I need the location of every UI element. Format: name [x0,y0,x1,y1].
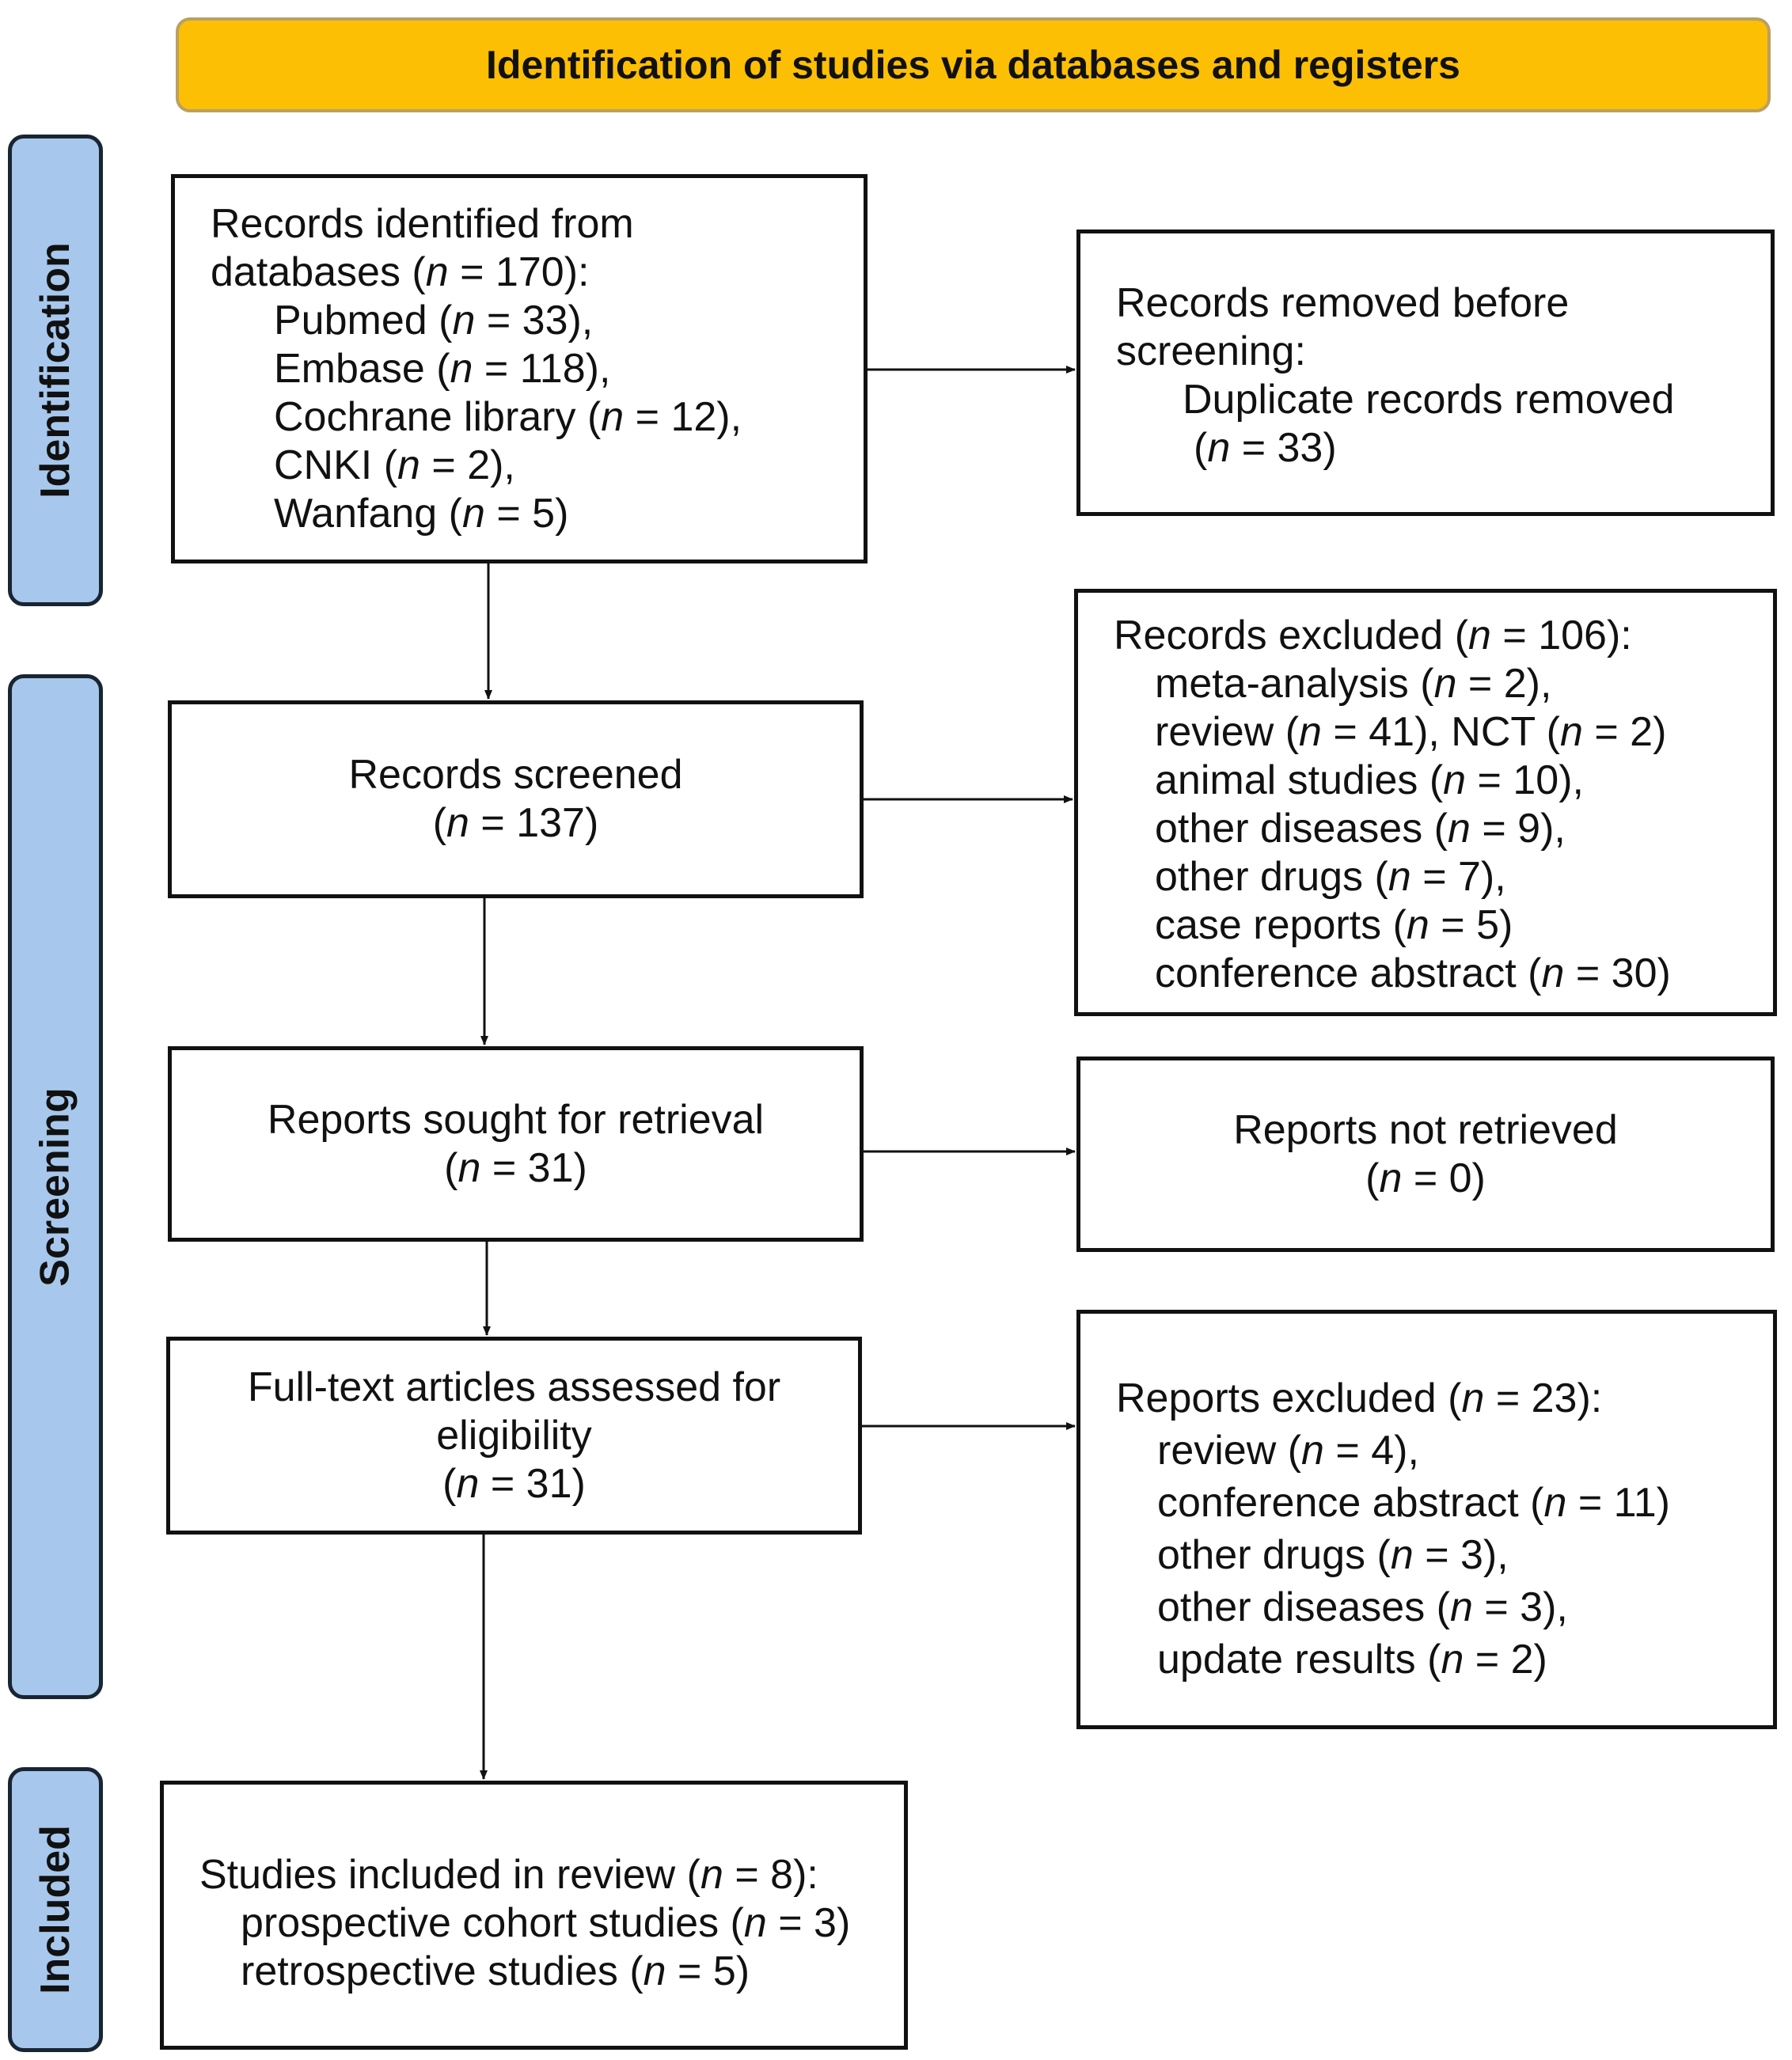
reports-not-retrieved-box: Reports not retrieved (n = 0) [1076,1057,1775,1252]
database-item: Cochrane library (n = 12), [274,394,742,440]
records-removed-line3: Duplicate records removed [1183,377,1675,423]
exclusion-item: other drugs (n = 7), [1155,854,1506,900]
fulltext-assessed-line1: Full-text articles assessed for [247,1364,781,1410]
records-removed-line4: (n = 33) [1194,425,1337,471]
exclusion-item: review (n = 41), NCT (n = 2) [1155,709,1667,755]
database-item: Wanfang (n = 5) [274,491,569,537]
study-type-item: retrospective studies (n = 5) [241,1948,750,1994]
database-item: Pubmed (n = 33), [274,298,594,343]
reports-sought-line1: Reports sought for retrieval [267,1096,765,1143]
exclusion-item: other drugs (n = 3), [1157,1532,1509,1578]
database-item: CNKI (n = 2), [274,442,515,488]
exclusion-item: review (n = 4), [1157,1428,1419,1474]
fulltext-assessed-line2: eligibility [436,1412,592,1459]
records-identified-line1: Records identified from [211,201,634,247]
phase-identification: Identification [8,135,103,606]
study-type-item: prospective cohort studies (n = 3) [241,1900,851,1946]
phase-included: Included [8,1767,103,2052]
reports-excluded-line1: Reports excluded (n = 23): [1116,1375,1603,1421]
exclusion-item: other diseases (n = 3), [1157,1584,1568,1630]
reports-not-retrieved-line2: (n = 0) [1365,1155,1486,1201]
database-item: Embase (n = 118), [274,346,611,392]
fulltext-assessed-line3: (n = 31) [442,1460,586,1507]
records-screened-line2: (n = 137) [432,800,599,846]
exclusion-item: animal studies (n = 10), [1155,757,1584,803]
exclusion-item: update results (n = 2) [1157,1637,1547,1683]
reports-sought-line2: (n = 31) [444,1144,587,1191]
records-screened-line1: Records screened [348,752,683,798]
studies-included-box: Studies included in review (n = 8): pros… [160,1781,908,2050]
fulltext-assessed-box: Full-text articles assessed for eligibil… [166,1337,862,1535]
records-removed-line1: Records removed before [1116,280,1570,326]
records-excluded-line1: Records excluded (n = 106): [1114,613,1632,658]
studies-included-line1: Studies included in review (n = 8): [199,1852,818,1898]
exclusion-item: conference abstract (n = 11) [1157,1480,1670,1526]
records-excluded-box: Records excluded (n = 106): meta-analysi… [1074,589,1777,1016]
records-screened-box: Records screened (n = 137) [168,700,864,898]
exclusion-item: other diseases (n = 9), [1155,806,1566,852]
exclusion-item: meta-analysis (n = 2), [1155,661,1552,707]
exclusion-item: case reports (n = 5) [1155,902,1513,948]
records-removed-line2: screening: [1116,328,1306,374]
reports-sought-box: Reports sought for retrieval (n = 31) [168,1046,864,1242]
reports-not-retrieved-line1: Reports not retrieved [1233,1106,1618,1153]
identification-banner: Identification of studies via databases … [176,17,1771,112]
records-identified-box: Records identified from databases (n = 1… [171,174,868,563]
phase-screening: Screening [8,674,103,1699]
reports-excluded-box: Reports excluded (n = 23): review (n = 4… [1076,1310,1777,1729]
banner-title: Identification of studies via databases … [486,43,1460,87]
records-identified-line2: databases (n = 170): [211,249,590,295]
exclusion-item: conference abstract (n = 30) [1155,950,1671,996]
records-removed-box: Records removed before screening: Duplic… [1076,230,1775,516]
